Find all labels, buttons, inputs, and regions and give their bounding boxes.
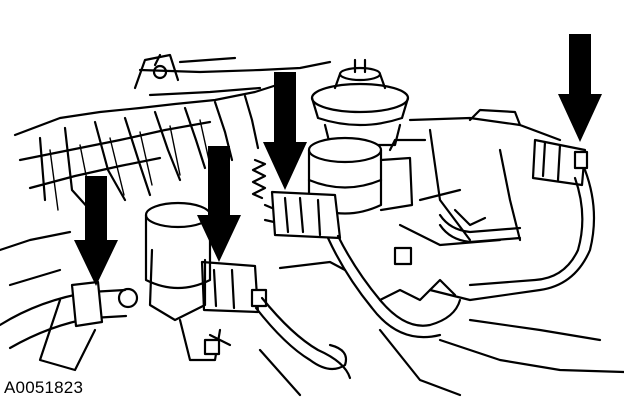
- arrow-right-sensor-connector: [558, 34, 602, 142]
- arrow-left-hose-connection: [74, 176, 118, 286]
- left-center-connector: [200, 260, 268, 314]
- vapor-canister-valve: [144, 201, 232, 362]
- lower-block: [203, 246, 624, 397]
- egr-valve: [310, 58, 410, 147]
- upper-bracket: [133, 53, 332, 97]
- arrow-center-left-connector: [197, 146, 241, 262]
- right-sensor: [531, 138, 589, 187]
- left-hose: [0, 280, 139, 372]
- spring: [251, 158, 267, 200]
- regulator-connector: [263, 190, 342, 240]
- callout-arrows: [74, 34, 602, 286]
- figure-id-label: A0051823: [4, 378, 84, 397]
- wiring-harness: [254, 168, 596, 380]
- intake-manifold: [0, 82, 282, 287]
- arrow-center-regulator-connector: [263, 72, 307, 190]
